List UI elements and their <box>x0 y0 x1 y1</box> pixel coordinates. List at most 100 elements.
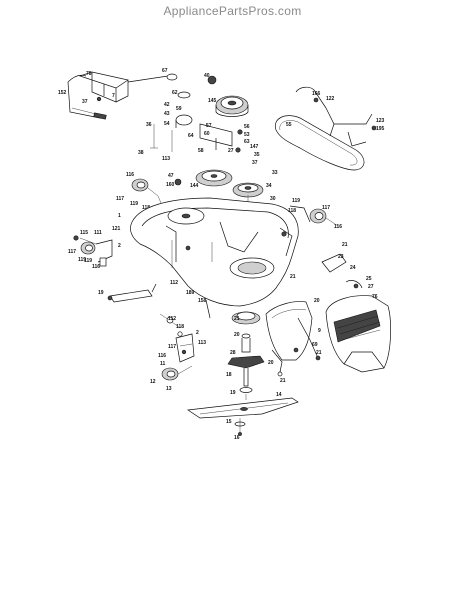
pn-callouts-baffle: 158 189 112 21 19 <box>98 274 296 304</box>
lift-lever-assembly[interactable] <box>67 71 178 120</box>
part-number: 15 <box>226 419 232 425</box>
deflector-rod[interactable] <box>271 317 321 377</box>
pn-callouts-chute: 21 24 25 27 23 20 76 <box>314 242 378 304</box>
part-number: 13 <box>166 386 172 392</box>
part-number: 21 <box>234 316 240 322</box>
chute-hinge-plate[interactable] <box>265 301 313 361</box>
part-number: 116 <box>334 224 342 230</box>
part-number: 20 <box>234 332 240 338</box>
right-gauge-wheel[interactable] <box>289 205 339 227</box>
site-name: AppliancePartsPros.com <box>163 4 302 18</box>
part-number: 53 <box>244 132 250 138</box>
part-number: 55 <box>286 122 292 128</box>
discharge-chute[interactable] <box>325 295 391 373</box>
site-header: AppliancePartsPros.com <box>0 4 465 18</box>
pn-callouts-lower-left: 112 2 118 113 117 116 11 12 13 <box>150 316 206 392</box>
left-gauge-wheel-front[interactable] <box>73 235 113 267</box>
deck-pulleys[interactable] <box>174 169 264 210</box>
part-number: 189 <box>186 290 195 296</box>
part-number: 117 <box>322 205 330 211</box>
part-number: 24 <box>350 265 356 271</box>
part-number: 152 <box>58 90 67 96</box>
part-number: 2 <box>118 243 121 249</box>
part-number: 1 <box>118 213 121 219</box>
part-number: 19 <box>230 390 236 396</box>
part-number: 160 <box>166 182 175 188</box>
part-number: 123 <box>376 118 385 124</box>
pn-callouts-right-wheel: 119 117 118 116 <box>288 198 342 230</box>
part-number: 119 <box>84 258 92 264</box>
part-number: 115 <box>80 230 88 236</box>
part-number: 59 <box>176 106 182 112</box>
part-number: 28 <box>230 350 236 356</box>
part-number: 63 <box>244 139 250 145</box>
part-number: 33 <box>272 170 278 176</box>
part-number: 60 <box>204 131 210 137</box>
part-number: 36 <box>146 122 152 128</box>
belt-guide-bracket[interactable] <box>295 86 377 147</box>
part-number: 76 <box>372 294 378 300</box>
part-number: 21 <box>290 274 296 280</box>
part-number: 118 <box>288 208 296 214</box>
part-number: 34 <box>266 183 272 189</box>
part-number: 27 <box>228 148 234 154</box>
part-number: 118 <box>176 324 184 330</box>
part-number: 21 <box>342 242 348 248</box>
part-number: 62 <box>172 90 178 96</box>
pn-callouts-left: 115 121 2 119 111 117 119 116 <box>68 226 121 270</box>
part-number: 37 <box>82 99 88 105</box>
part-number: 117 <box>116 196 124 202</box>
part-number: 20 <box>314 298 320 304</box>
part-number: 21 <box>280 378 286 384</box>
pn-callouts-lift: 78 67 152 37 7 <box>58 68 168 105</box>
part-number: 144 <box>190 183 199 189</box>
part-number: 14 <box>276 392 282 398</box>
part-number: 116 <box>126 172 134 178</box>
pn-callouts-spindle: 21 20 28 18 19 <box>226 316 240 396</box>
part-number: 117 <box>68 249 76 255</box>
spindle-assembly[interactable] <box>227 311 265 400</box>
part-number: 69 <box>312 342 318 348</box>
deflector-bracket[interactable] <box>321 253 363 289</box>
part-number: 27 <box>368 284 374 290</box>
part-number: 18 <box>226 372 232 378</box>
mower-blade[interactable] <box>187 397 299 436</box>
part-number: 16 <box>234 435 240 441</box>
part-number: 57 <box>206 123 212 129</box>
pn-callouts-idler: 40 62 145 42 43 57 59 36 54 56 53 64 60 … <box>138 73 260 166</box>
part-number: 19 <box>98 290 104 296</box>
part-number: 56 <box>244 124 250 130</box>
pn-callouts-right-lower: 9 69 21 20 21 <box>268 328 322 384</box>
mower-deck-housing[interactable] <box>130 197 299 319</box>
part-number: 7 <box>112 93 115 99</box>
part-number: 111 <box>94 230 102 236</box>
lower-left-gauge-wheel[interactable] <box>161 365 193 381</box>
part-number: 116 <box>158 353 166 359</box>
part-number: 67 <box>162 68 168 74</box>
part-number: 35 <box>254 152 260 158</box>
lower-left-bracket[interactable] <box>175 331 195 363</box>
part-number: 195 <box>376 126 385 132</box>
part-number: 112 <box>168 316 176 322</box>
part-number: 9 <box>318 328 321 334</box>
pn-callouts-blade: 14 15 16 <box>226 392 282 441</box>
part-number: 145 <box>208 98 217 104</box>
part-number: 37 <box>252 160 258 166</box>
part-number: 118 <box>142 205 150 211</box>
deck-baffle-rods[interactable] <box>107 283 181 329</box>
part-number: 43 <box>164 111 170 117</box>
part-number: 58 <box>198 148 204 154</box>
part-number: 20 <box>268 360 274 366</box>
part-number: 78 <box>86 71 92 77</box>
part-number: 112 <box>170 280 178 286</box>
idler-pulley-stack[interactable] <box>150 75 249 153</box>
part-number: 113 <box>162 156 170 162</box>
part-number: 2 <box>196 330 199 336</box>
part-number: 119 <box>78 257 86 263</box>
part-number: 121 <box>112 226 121 232</box>
left-gauge-wheel-upper[interactable] <box>131 178 165 211</box>
part-number: 119 <box>292 198 300 204</box>
part-number: 54 <box>164 121 170 127</box>
part-number: 158 <box>198 298 207 304</box>
